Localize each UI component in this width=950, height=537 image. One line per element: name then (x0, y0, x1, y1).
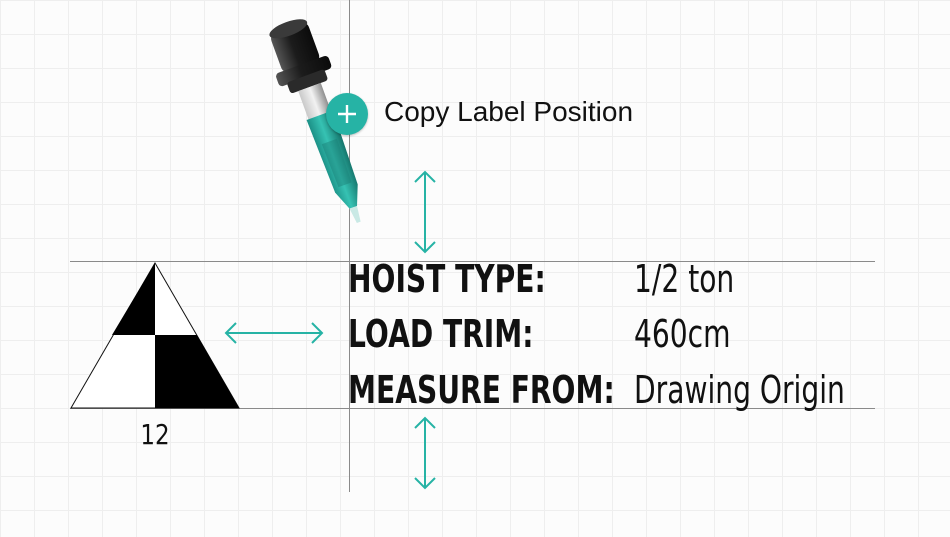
label-key-load-trim: LOAD TRIM: (348, 312, 534, 356)
horizontal-offset-arrow-icon (224, 322, 324, 344)
label-key-measure-from: MEASURE FROM: (348, 368, 615, 412)
plus-icon (338, 105, 356, 123)
symbol-unit-number: 12 (140, 418, 170, 451)
vertical-offset-arrow-icon (414, 416, 436, 490)
label-value-load-trim: 460cm (634, 312, 731, 356)
vertical-offset-arrow-icon (414, 170, 436, 254)
label-key-hoist-type: HOIST TYPE: (348, 257, 546, 301)
top-guide-line (70, 261, 875, 262)
copy-label-position-text: Copy Label Position (384, 96, 634, 127)
label-value-measure-from: Drawing Origin (634, 368, 845, 412)
eyedropper-icon[interactable] (0, 0, 420, 240)
copy-label-position-button[interactable] (326, 93, 368, 135)
label-value-hoist-type: 1/2 ton (634, 257, 735, 301)
vertical-guide-line (349, 0, 350, 492)
split-triangle-symbol-icon[interactable] (70, 262, 240, 410)
bottom-guide-line (70, 408, 875, 409)
